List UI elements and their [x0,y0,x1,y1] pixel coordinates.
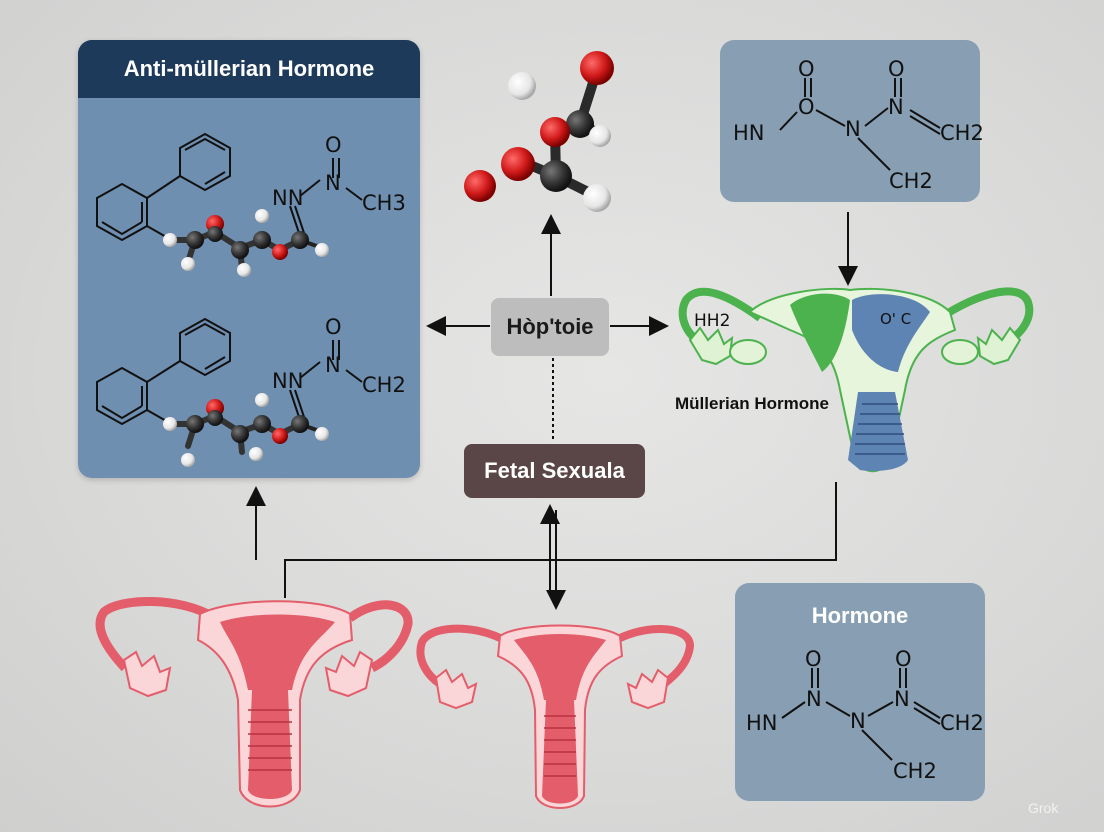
br-hn: HN [746,711,778,735]
amh-bottom-nn: NN [272,369,303,393]
mullerian-hormone-label: Müllerian Hormone [675,394,829,414]
br-oxygen-left: O [805,647,822,671]
tr-ch2-right: CH2 [940,121,984,145]
amh-top-n: N [325,171,341,195]
center-label-box: Hòp'toie [491,298,609,356]
br-ch2-right: CH2 [940,711,984,735]
amh-bottom-ch2: CH2 [362,373,406,397]
amh-top-oxygen: O [325,133,342,157]
uterus-hh2-label: HH2 [694,311,730,331]
br-ch2-bottom: CH2 [893,759,937,783]
tr-n-right: N [888,95,904,119]
uterus-green-illustration: HH2 O' C [683,289,1030,471]
tr-oxygen-right: O [888,57,905,81]
amh-structure-bottom: O NN N CH2 [97,315,406,467]
link-line [285,482,836,598]
amh-top-ch3: CH3 [362,191,406,215]
tr-n-mid: N [845,117,861,141]
tr-hn: HN [733,121,765,145]
tr-oxygen-left: O [798,57,815,81]
molecule-3d-model [464,51,614,212]
br-oxygen-right: O [895,647,912,671]
fetal-label-box: Fetal Sexuala [464,444,645,498]
amh-top-nn: NN [272,186,303,210]
uterus-oc-label: O' C [880,310,911,328]
bottom-right-structure: O O HN N N N CH2 CH2 [746,647,984,783]
amh-bottom-oxygen: O [325,315,342,339]
br-n-mid: N [850,709,866,733]
tr-oxygen-mid: O [798,95,815,119]
br-n-right: N [894,687,910,711]
uterus-pink-left [100,601,408,806]
grok-watermark: Grok [1028,800,1058,816]
br-n-left: N [806,687,822,711]
amh-structure-top: O NN N CH3 [97,133,406,277]
tr-ch2-bottom: CH2 [889,169,933,193]
amh-bottom-n: N [325,353,341,377]
uterus-pink-middle [420,626,690,809]
top-right-structure: O O HN O N N CH2 CH2 [733,57,984,193]
